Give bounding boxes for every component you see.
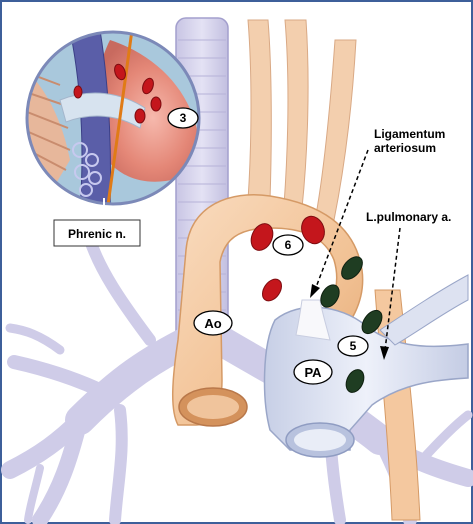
tag-pulmonary-artery-text: PA (304, 365, 322, 380)
tag-node-3: 3 (168, 108, 198, 128)
tag-node-5: 5 (338, 336, 368, 356)
ligamentum-label-line2: arteriosum (374, 141, 436, 155)
left-bronchial-tree (10, 240, 190, 520)
tag-node-6-text: 6 (285, 238, 292, 252)
tag-node-3-text: 3 (180, 111, 187, 125)
phrenic-label: Phrenic n. (68, 227, 126, 241)
arch-branches (248, 20, 356, 220)
ligamentum-arrowhead (310, 284, 320, 298)
tag-aorta-text: Ao (204, 316, 221, 331)
tag-node-6: 6 (273, 235, 303, 255)
l-pulmonary-label: L.pulmonary a. (366, 210, 451, 224)
ligamentum-label-line1: Ligamentum (374, 127, 445, 141)
tag-pulmonary-artery: PA (294, 360, 332, 384)
tag-aorta: Ao (194, 311, 232, 335)
tag-node-5-text: 5 (350, 339, 357, 353)
